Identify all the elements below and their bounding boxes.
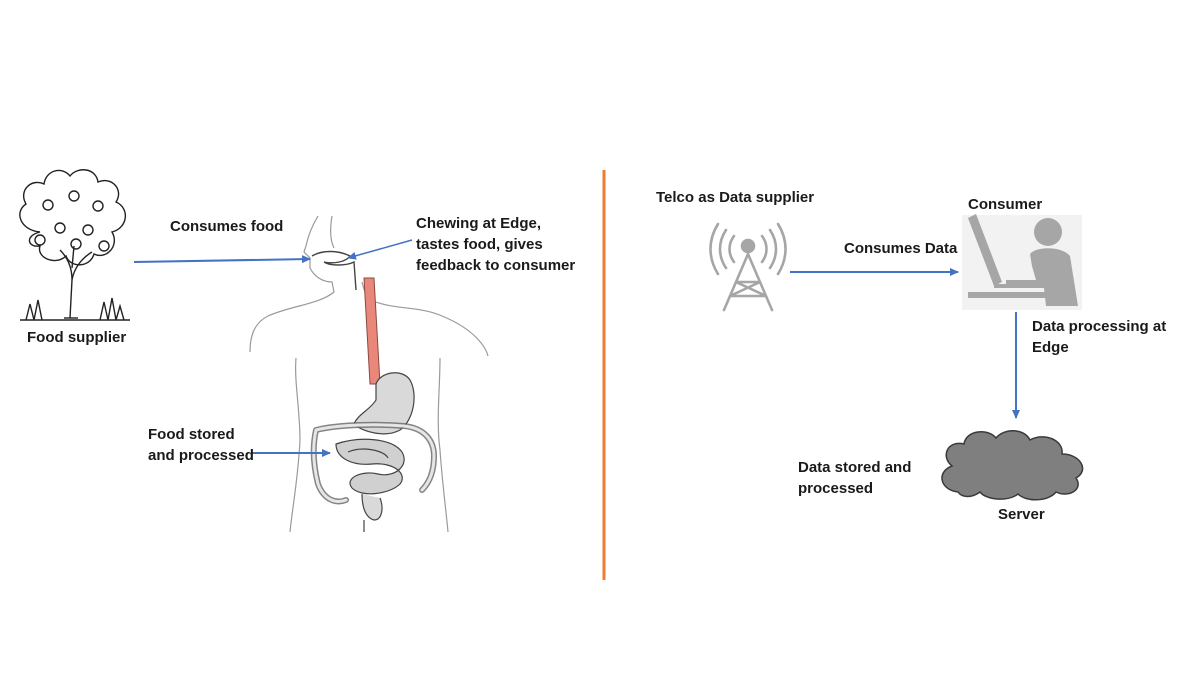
arrow-tree-to-mouth: [133, 255, 311, 264]
cloud-server-icon: [941, 430, 1084, 501]
server-label: Server: [998, 506, 1045, 523]
chewing-label-line: tastes food, gives: [416, 236, 543, 253]
chewing-label-line: feedback to consumer: [416, 257, 576, 274]
computer-user-icon: [962, 214, 1082, 310]
cell-tower-icon: [709, 222, 787, 312]
oral-cavity: [311, 250, 357, 291]
food-stored-label: Food stored and processed: [148, 424, 254, 466]
data-processing-label-line: Data processing at: [1032, 318, 1167, 335]
small-intestine: [335, 438, 405, 495]
telco-data-supplier-label: Telco as Data supplier: [656, 189, 815, 206]
data-processing-label-line: Edge: [1032, 339, 1069, 356]
consumes-data-label: Consumes Data: [844, 240, 958, 257]
chewing-label-line: Chewing at Edge,: [416, 215, 542, 232]
stomach: [353, 372, 415, 435]
arrow-chewing-label-to-mouth: [347, 239, 413, 260]
esophagus: [363, 277, 381, 385]
food-stored-label-line: and processed: [148, 447, 254, 464]
food-supplier-label: Food supplier: [27, 329, 127, 346]
data-stored-label-line: Data stored and: [798, 459, 912, 476]
apple-tree-icon: [19, 169, 130, 321]
data-processing-at-edge-label: Data processing at Edge: [1032, 316, 1166, 358]
data-stored-label-line: processed: [798, 480, 874, 497]
food-stored-label-line: Food stored: [148, 426, 235, 443]
consumes-food-label: Consumes food: [170, 218, 284, 235]
consumer-label: Consumer: [968, 196, 1043, 213]
chewing-at-edge-label: Chewing at Edge, tastes food, gives feed…: [416, 213, 575, 276]
human-digestive-system-icon: [249, 215, 489, 533]
data-stored-label: Data stored and processed: [798, 457, 911, 499]
body-outline: [249, 215, 489, 533]
